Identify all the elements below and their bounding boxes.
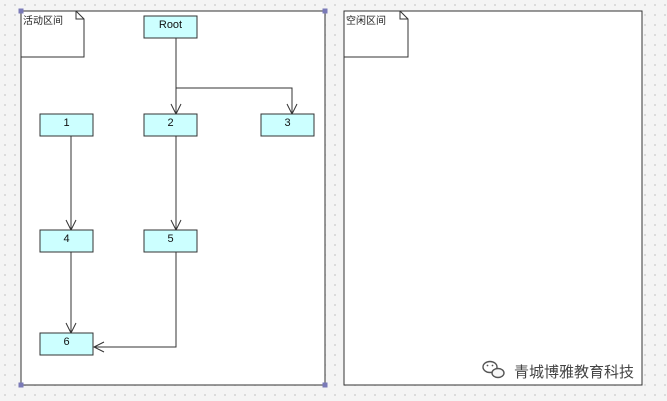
node-4[interactable]: 4 [39, 229, 94, 253]
free-space-panel[interactable]: 空闲区间 [343, 10, 643, 386]
wechat-icon [482, 360, 505, 379]
free-panel-border [343, 10, 643, 386]
watermark-text: 青城博雅教育科技 [514, 363, 634, 381]
node-2-label: 2 [167, 117, 173, 129]
free-panel-note [343, 10, 409, 58]
node-root-label: Root [159, 19, 182, 31]
node-5[interactable]: 5 [143, 229, 198, 253]
active-panel-note [20, 10, 85, 58]
node-3-label: 3 [284, 117, 290, 129]
selection-handle-bottom-left[interactable] [18, 382, 24, 388]
selection-handle-bottom-right[interactable] [322, 382, 328, 388]
free-panel-note-fold [399, 11, 408, 20]
active-panel-note-fold [75, 11, 84, 20]
node-5-label: 5 [167, 233, 173, 245]
node-1-label: 1 [63, 117, 69, 129]
active-space-panel[interactable]: 活动区间 [18, 8, 328, 388]
node-6[interactable]: 6 [39, 332, 94, 356]
active-panel-border [20, 10, 326, 386]
node-root[interactable]: Root [143, 15, 198, 39]
node-4-label: 4 [63, 233, 69, 245]
edge-root-to-3 [176, 87, 293, 114]
node-3[interactable]: 3 [260, 113, 315, 137]
edge-5-to-6 [94, 252, 177, 348]
node-6-label: 6 [63, 336, 69, 348]
arrow-head-6-right [92, 341, 105, 353]
free-panel-label: 空闲区间 [346, 14, 386, 27]
node-2[interactable]: 2 [143, 113, 198, 137]
active-panel-label: 活动区间 [23, 14, 63, 27]
selection-handle-top-right[interactable] [322, 8, 328, 14]
node-1[interactable]: 1 [39, 113, 94, 137]
watermark: 青城博雅教育科技 [482, 360, 634, 381]
selection-handle-top-left[interactable] [18, 8, 24, 14]
edges [70, 38, 293, 348]
